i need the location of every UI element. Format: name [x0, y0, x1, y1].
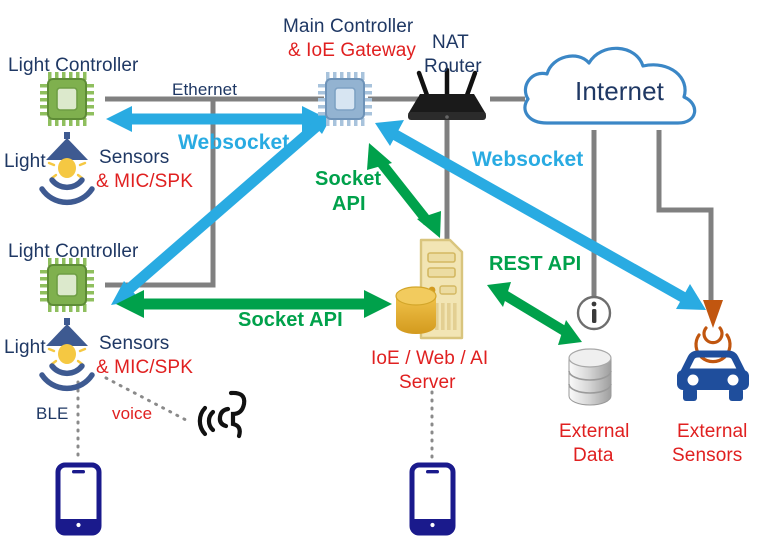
dotted-voice-link — [104, 376, 188, 422]
talking-head — [197, 390, 247, 439]
label-socket-api-up-line1: Socket — [315, 168, 382, 190]
label-socket-api-lan: Socket API — [238, 309, 343, 331]
label-rest-api: REST API — [489, 253, 582, 275]
router — [408, 67, 486, 120]
label-socket-api-up-line2: API — [332, 193, 366, 215]
cloud — [523, 46, 697, 125]
label-ioe-gateway: & IoE Gateway — [288, 40, 417, 61]
label-server-line2: Server — [399, 372, 456, 393]
label-ethernet: Ethernet — [172, 80, 238, 99]
label-external-sensors-line1: External — [677, 421, 748, 442]
dotted-links — [76, 376, 434, 464]
label-external-data-line2: Data — [573, 445, 614, 466]
label-websocket-wan: Websocket — [472, 148, 584, 171]
label-nat-router-line2: Router — [424, 56, 482, 77]
arrow-socket-api-lan — [116, 290, 392, 318]
label-external-sensors-line2: Sensors — [672, 445, 743, 466]
arrow-websocket-lan — [106, 106, 328, 132]
arrow-socket-api-server — [367, 143, 441, 238]
car — [677, 350, 749, 401]
label-light-top: Light — [4, 151, 46, 172]
label-voice: voice — [112, 404, 153, 423]
phone-left — [55, 462, 102, 536]
label-ble: BLE — [36, 404, 69, 423]
label-websocket-lan: Websocket — [178, 131, 290, 154]
server-db — [395, 286, 437, 334]
label-light-controller-bottom: Light Controller — [8, 241, 139, 262]
arrow-websocket-wan — [375, 120, 706, 310]
label-light-controller-top: Light Controller — [8, 55, 139, 76]
arrow-rest-api — [487, 282, 582, 345]
lamp-bottom — [39, 318, 95, 392]
external-db — [568, 348, 612, 406]
label-nat-router-line1: NAT — [432, 32, 469, 53]
label-server-line1: IoE / Web / AI — [371, 348, 489, 369]
sensor-beacon — [694, 300, 732, 364]
label-light-bottom: Light — [4, 337, 46, 358]
label-sensors-bottom: Sensors — [99, 333, 170, 354]
label-internet: Internet — [575, 76, 664, 106]
label-mic-spk-bottom: & MIC/SPK — [96, 357, 193, 378]
info-badge — [576, 295, 612, 331]
label-mic-spk-top: & MIC/SPK — [96, 171, 193, 192]
chip-light-controller-top — [40, 72, 94, 126]
chip-light-controller-bottom — [40, 258, 94, 312]
lamp-top — [39, 132, 95, 206]
phone-center — [409, 462, 456, 536]
chip-main-controller — [318, 72, 372, 126]
label-sensors-top: Sensors — [99, 147, 170, 168]
label-external-data-line1: External — [559, 421, 630, 442]
label-main-controller: Main Controller — [283, 16, 414, 37]
